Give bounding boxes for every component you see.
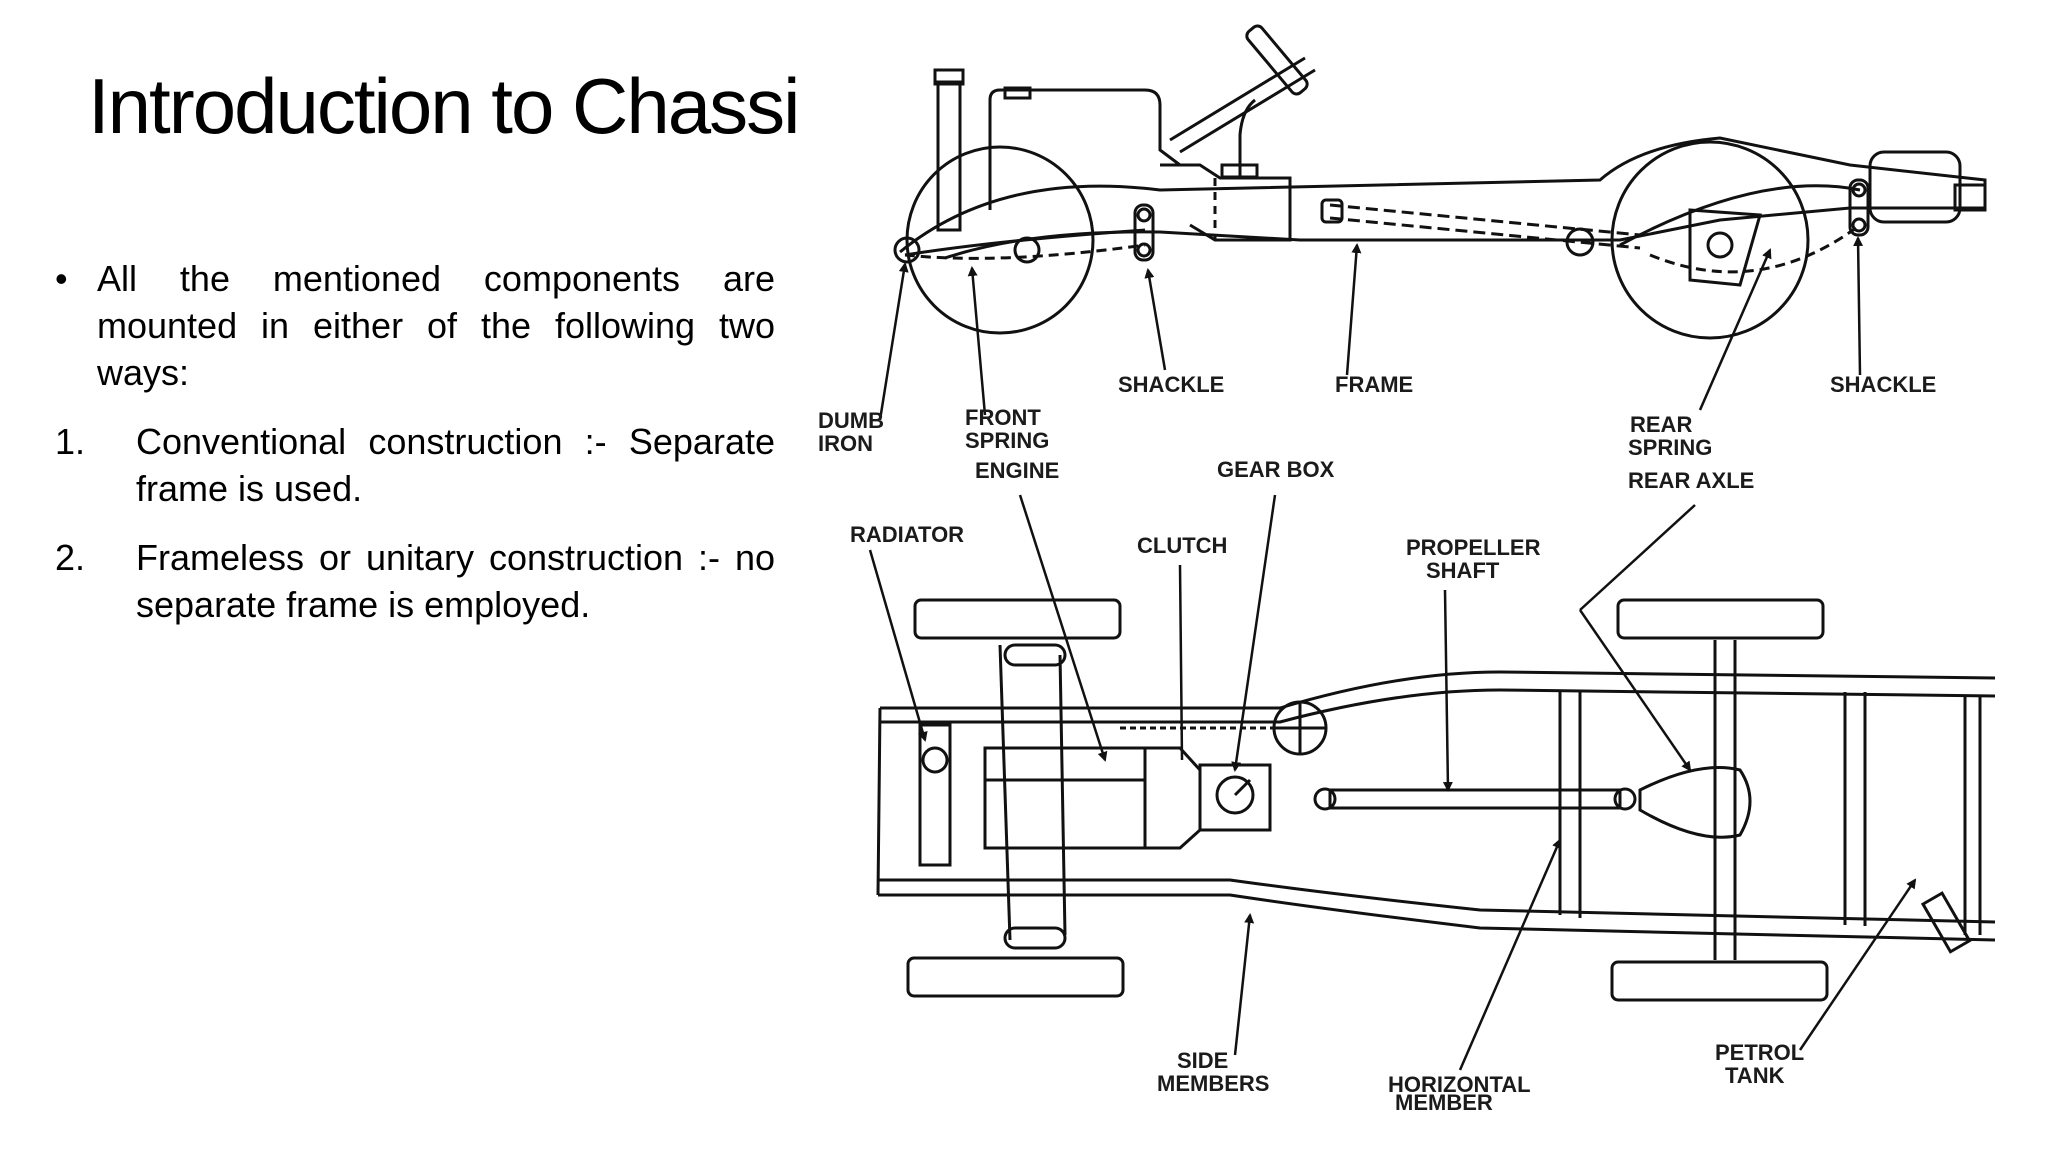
label-dumb-iron-1: DUMB bbox=[818, 408, 884, 433]
label-propeller-shaft-2: SHAFT bbox=[1426, 558, 1500, 583]
list-number-1: 1. bbox=[55, 421, 86, 462]
label-propeller-shaft-1: PROPELLER bbox=[1406, 535, 1541, 560]
slide-body: • All the mentioned components are mount… bbox=[55, 255, 775, 650]
list-number-2: 2. bbox=[55, 537, 86, 578]
label-shackle-front: SHACKLE bbox=[1118, 372, 1224, 397]
label-gear-box: GEAR BOX bbox=[1217, 457, 1335, 482]
top-view bbox=[876, 598, 1996, 1002]
label-rear-spring-1: REAR bbox=[1630, 412, 1692, 437]
label-side-members-2: MEMBERS bbox=[1157, 1071, 1269, 1096]
front-right-wheel bbox=[906, 956, 1125, 998]
chassis-diagram-svg: DUMB IRON FRONT SPRING SHACKLE FRAME REA… bbox=[818, 24, 1996, 1110]
label-front-spring-1: FRONT bbox=[965, 405, 1041, 430]
label-radiator: RADIATOR bbox=[850, 522, 964, 547]
rear-left-wheel bbox=[1616, 598, 1825, 640]
label-engine: ENGINE bbox=[975, 458, 1059, 483]
label-horizontal-member-1: HORIZONTAL bbox=[1388, 1072, 1531, 1097]
side-view bbox=[893, 24, 1987, 340]
label-frame: FRAME bbox=[1335, 372, 1413, 397]
label-shackle-rear: SHACKLE bbox=[1830, 372, 1936, 397]
label-horizontal-member-2: MEMBER bbox=[1395, 1090, 1493, 1110]
list-text-1: Conventional construction :- Separate fr… bbox=[136, 421, 775, 509]
front-left-wheel bbox=[913, 598, 1122, 640]
label-side-members-1: SIDE bbox=[1177, 1048, 1228, 1073]
label-dumb-iron-2: IRON bbox=[818, 431, 873, 456]
bullet-marker: • bbox=[55, 258, 68, 299]
list-item-2: 2. Frameless or unitary construction :- … bbox=[55, 534, 775, 628]
list-text-2: Frameless or unitary construction :- no … bbox=[136, 537, 775, 625]
bullet-paragraph: • All the mentioned components are mount… bbox=[55, 255, 775, 396]
label-clutch: CLUTCH bbox=[1137, 533, 1227, 558]
label-rear-spring-2: SPRING bbox=[1628, 435, 1712, 460]
front-wheel bbox=[905, 145, 1095, 335]
label-rear-axle: REAR AXLE bbox=[1628, 468, 1754, 493]
rear-right-wheel bbox=[1610, 960, 1829, 1002]
radiator-pipe bbox=[936, 80, 962, 232]
bullet-text: All the mentioned components are mounted… bbox=[97, 258, 775, 393]
slide-title: Introduction to Chassis bbox=[88, 62, 837, 150]
chassis-diagram: DUMB IRON FRONT SPRING SHACKLE FRAME REA… bbox=[800, 0, 2020, 1110]
label-petrol-tank-2: TANK bbox=[1725, 1063, 1785, 1088]
label-front-spring-2: SPRING bbox=[965, 428, 1049, 453]
list-item-1: 1. Conventional construction :- Separate… bbox=[55, 418, 775, 512]
label-petrol-tank-1: PETROL bbox=[1715, 1040, 1804, 1065]
